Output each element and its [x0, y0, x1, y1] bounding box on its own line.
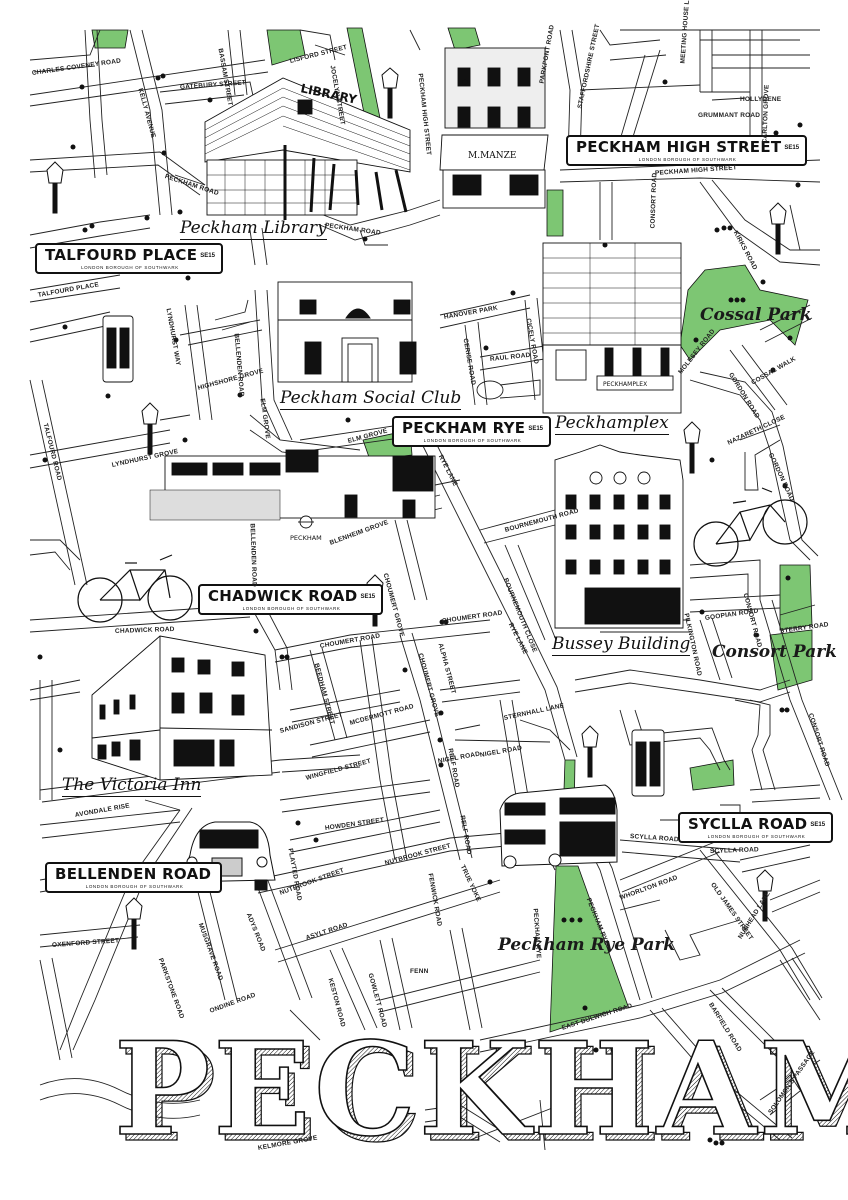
bussey-building-illustration: [554, 444, 684, 629]
telephone-box-icon-right: [631, 729, 665, 797]
lamp-icon: [683, 421, 701, 474]
street-label: HOLLYDENE: [740, 96, 782, 103]
sign-bellenden-road: BELLENDEN ROAD LONDON BOROUGH OF SOUTHWA…: [45, 862, 223, 893]
svg-text:M.MANZE: M.MANZE: [468, 151, 517, 161]
lamp-icon: [46, 161, 64, 214]
peckham-library-illustration: LIBRARY: [204, 77, 411, 220]
sign-name: TALFOURD PLACE: [45, 246, 198, 264]
label-bussey-building: Bussey Building: [552, 634, 691, 656]
rye-lane-station-parade-illustration: PECKHAM: [149, 449, 436, 542]
lamp-icon: [141, 402, 159, 455]
sign-name: BELLENDEN ROAD: [55, 865, 212, 883]
telephone-box-icon-left: [102, 315, 134, 383]
m-manze-illustration: M.MANZE: [439, 47, 549, 209]
svg-text:PECKHAM: PECKHAM: [114, 1015, 848, 1165]
street-label: FENN: [410, 968, 429, 975]
label-peckham-rye-park: Peckham Rye Park: [498, 935, 676, 955]
peckhamplex-illustration: PECKHAMPLEX: [542, 242, 682, 414]
lamp-icon: [769, 202, 787, 255]
sign-postcode: SE15: [360, 593, 376, 600]
consort-park-area-south: [769, 629, 813, 691]
svg-text:PECKHAMPLEX: PECKHAMPLEX: [603, 381, 647, 388]
sign-name: CHADWICK ROAD: [208, 587, 358, 605]
sign-borough: LONDON BOROUGH OF SOUTHWARK: [638, 157, 737, 162]
bicycle-icon-left: [77, 554, 193, 623]
label-peckham-social-club: Peckham Social Club: [280, 388, 462, 410]
label-consort-park: Consort Park: [712, 642, 837, 662]
double-decker-bus-icon: [499, 784, 618, 869]
victoria-inn-illustration: [91, 635, 273, 781]
sign-postcode: SE15: [528, 425, 544, 432]
peckham-title: PECKHAM PECKHAM: [113, 1014, 848, 1171]
green-spaces: [91, 27, 813, 1033]
sign-name: PECKHAM RYE: [402, 419, 526, 437]
label-victoria-inn: The Victoria Inn: [62, 775, 202, 797]
sign-postcode: SE15: [784, 144, 800, 151]
consort-park-area-north: [779, 564, 813, 631]
sign-borough: LONDON BOROUGH OF SOUTHWARK: [707, 834, 806, 839]
sign-postcode: SE15: [200, 252, 215, 259]
peckham-rye-park-area: [549, 865, 629, 1033]
tree-icons: [37, 73, 803, 1146]
cossal-park-area: [679, 264, 809, 361]
label-cossal-park: Cossal Park: [700, 305, 812, 325]
sign-name: SYCLLA ROAD: [688, 815, 808, 833]
station-label: PECKHAM: [290, 534, 322, 542]
label-peckham-library: Peckham Library: [180, 218, 327, 240]
sign-borough: LONDON BOROUGH OF SOUTHWARK: [81, 265, 179, 270]
peckham-social-club-illustration: [277, 281, 417, 383]
sign-borough: LONDON BOROUGH OF SOUTHWARK: [85, 884, 184, 889]
lamp-icon: [125, 897, 143, 950]
sign-borough: LONDON BOROUGH OF SOUTHWARK: [423, 438, 522, 443]
lamp-icon: [581, 725, 599, 778]
lamp-icon: [756, 869, 774, 922]
label-peckhamplex: Peckhamplex: [555, 413, 669, 435]
street-label: GRUMMANT ROAD: [698, 112, 761, 119]
bicycle-icon-right: [693, 487, 808, 567]
svg-text:PECKHAM: PECKHAM: [120, 1021, 848, 1171]
sign-postcode: SE15: [810, 821, 826, 828]
sign-name: PECKHAM HIGH STREET: [576, 138, 782, 156]
lamp-icon: [381, 67, 399, 119]
sign-borough: LONDON BOROUGH OF SOUTHWARK: [242, 606, 341, 611]
